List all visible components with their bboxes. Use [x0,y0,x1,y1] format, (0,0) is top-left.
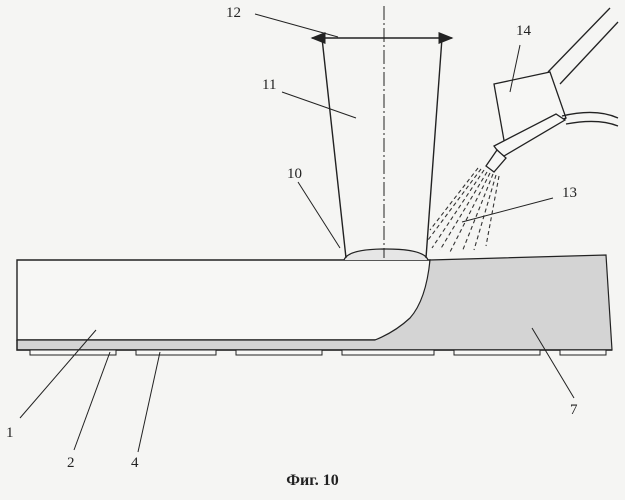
label-7: 7 [570,403,578,418]
label-1: 1 [6,426,14,441]
powder-nozzle [486,8,618,172]
figure-caption: Фиг. 10 [0,472,625,490]
laser-beam [322,38,442,258]
melt-pool [344,249,428,260]
powder-spray [428,168,499,252]
label-2: 2 [67,456,75,471]
label-12: 12 [226,6,241,21]
leader-lines [20,14,574,452]
label-13: 13 [562,186,577,201]
label-10: 10 [287,167,302,182]
label-14: 14 [516,24,531,39]
segmented-strip [30,350,606,355]
substrate-plate [17,260,430,340]
label-4: 4 [131,456,139,471]
label-11: 11 [262,78,276,93]
